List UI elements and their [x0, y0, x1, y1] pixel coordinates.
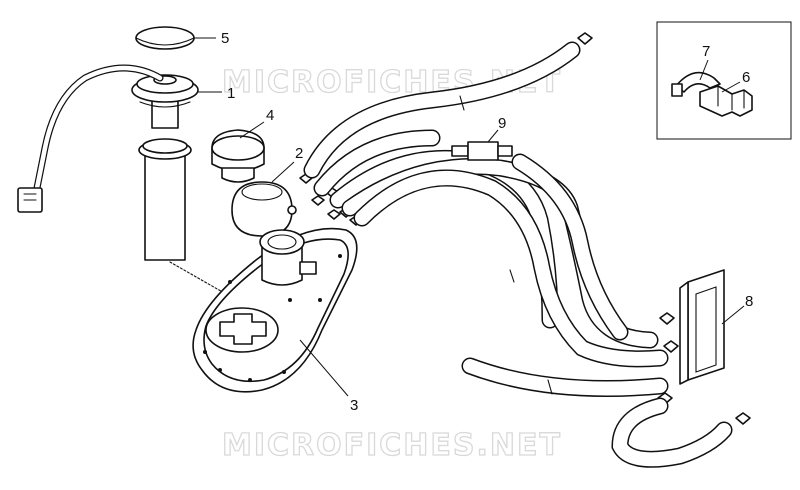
callout-7: 7: [702, 43, 710, 60]
watermark-bottom: MICROFICHES.NET: [222, 428, 562, 463]
part-3-tank-base: [192, 227, 358, 393]
part-1-fuel-sender: [17, 64, 241, 303]
callout-5: 5: [221, 30, 229, 47]
hose-lines: [303, 41, 733, 468]
callout-6: 6: [742, 69, 750, 86]
callout-4: 4: [266, 107, 274, 124]
callouts: 5 1 4 2 3 9 7 6 8: [221, 30, 753, 414]
callout-8: 8: [745, 293, 753, 310]
clip-inset-box: [656, 21, 792, 140]
callout-3: 3: [350, 397, 358, 414]
leader-lines: [194, 37, 745, 397]
part-2-seal: [231, 181, 293, 237]
callout-2: 2: [295, 145, 303, 162]
callout-9: 9: [498, 115, 506, 132]
part-4-filler-cap: [211, 129, 265, 183]
callout-1: 1: [227, 85, 235, 102]
part-5-cap: [135, 26, 195, 50]
part-8-filter: [679, 269, 725, 385]
